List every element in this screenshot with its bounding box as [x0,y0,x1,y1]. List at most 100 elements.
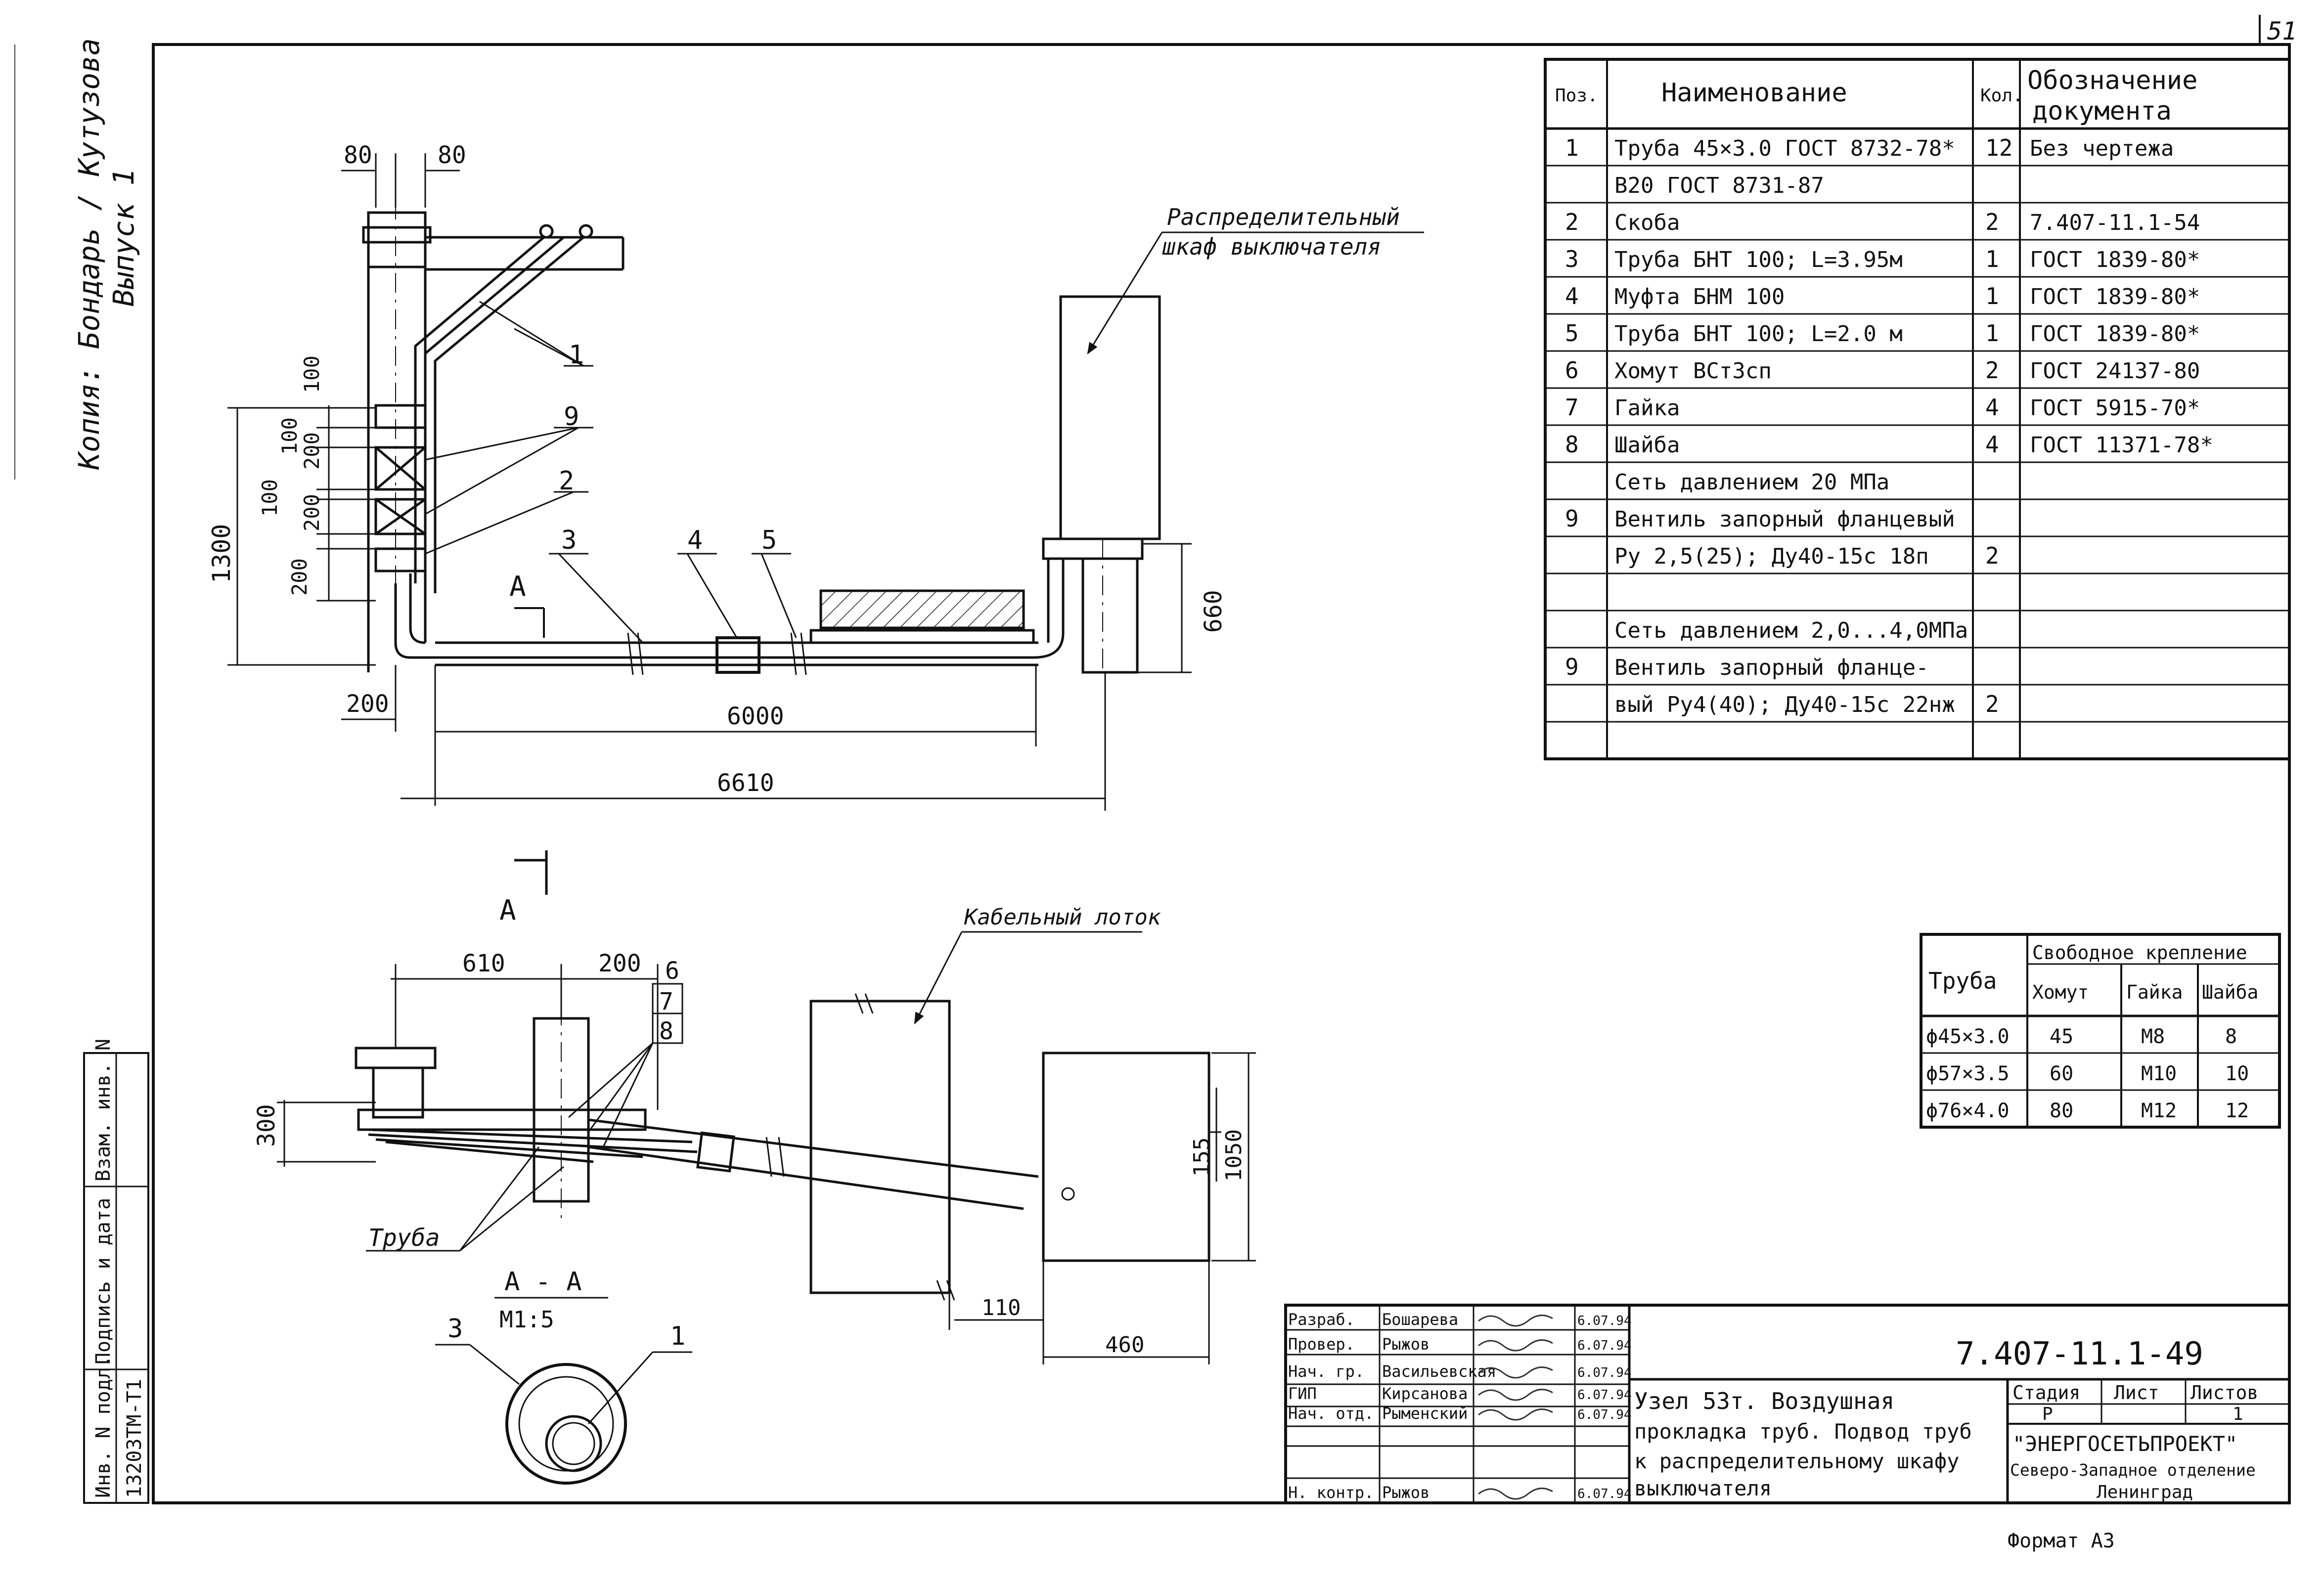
dim-1050: 1050 [1221,1129,1247,1182]
title-block [1284,1304,2291,1504]
dim-top-left: 80 [344,141,372,169]
spec-header-1: Наименование [1661,78,1847,108]
cabinet-label-line2: шкаф выключателя [1162,233,1381,260]
spec-pos: 8 [1565,431,1579,458]
series-note: Выпуск 1 [107,169,140,307]
fix-nut: М10 [2141,1062,2177,1085]
spec-doc: 7.407-11.1-54 [2030,210,2200,235]
fix-pipe: ϕ76×4.0 [1926,1099,2010,1122]
callout-6: 6 [665,957,679,985]
stamp-archive: 13203ТМ-Т1 [123,1379,146,1498]
role-name: Кирсанова [1382,1384,1468,1403]
org-line-2: Северо-Западное отделение [2010,1460,2256,1480]
dim-200-plan: 200 [598,950,641,977]
fix-subheader-2: Шайба [2202,981,2258,1003]
spec-name: Муфта БНМ 100 [1614,284,1785,309]
signature-mark [1478,1389,1553,1401]
dim-height-total: 1300 [207,524,236,583]
dim-200-b: 200 [300,494,324,531]
role-title: Нач. гр. [1288,1362,1364,1381]
spec-name: Труба 45×3.0 ГОСТ 8732-78* [1614,136,1955,161]
callout-1: 1 [569,340,584,370]
fix-header-pipe: Труба [1928,967,1997,994]
spec-pos: 9 [1565,505,1579,532]
spec-name: Вентиль запорный фланце- [1614,655,1929,680]
spec-name: вый Ру4(40); Ду40-15с 22нж [1614,692,1955,717]
spec-name: В20 ГОСТ 8731-87 [1614,173,1824,198]
org-line-3: Ленинград [2097,1482,2193,1502]
spec-name: Шайба [1614,433,1680,458]
role-date: 6.07.94 [1577,1314,1632,1328]
sheets-label: Листов [2190,1382,2258,1404]
title-line-1: Узел 53т. Воздушная [1634,1388,1894,1414]
signature-mark [1478,1315,1553,1327]
role-date: 6.07.94 [1577,1407,1632,1422]
section-title: А - А [504,1267,582,1297]
margin-stamp: Инв. N подл. Подпись и дата Взам. инв. N… [83,1039,149,1504]
page-number: 51 [2267,17,2297,45]
main-view-dimensions [227,153,1192,811]
org-line-1: "ЭНЕРГОСЕТЬПРОЕКТ" [2012,1432,2237,1456]
title-line-3: к распределительному шкафу [1634,1449,1959,1473]
signature-mark [1478,1366,1553,1379]
section-view: А - А М1:5 3 1 [435,1267,692,1485]
dim-length: 6000 [727,703,784,730]
main-view-callouts: Распределительный шкаф выключателя 1 9 2… [425,204,1424,644]
tray-label: Кабельный лоток [964,905,1161,930]
dim-height-right: 660 [1200,590,1227,633]
main-view-dim-labels: 80 80 100 200 100 200 100 200 1300 200 6… [207,141,1227,797]
callout-4: 4 [687,526,703,555]
spec-name: Гайка [1614,395,1680,421]
spec-pos: 4 [1565,283,1579,309]
callout-3: 3 [561,526,577,555]
role-title: Провер. [1288,1335,1355,1354]
spec-pos: 6 [1565,357,1579,384]
stage-label: Стадия [2012,1382,2080,1404]
role-name: Рыжов [1382,1335,1430,1354]
section-scale: М1:5 [499,1306,554,1333]
fix-table-border [1920,933,2281,1129]
section-mark-plan: А [499,894,516,926]
spec-pos: 7 [1565,394,1579,421]
plan-view [355,850,1210,1301]
plan-view-dim-labels: 610 200 300 155 1050 110 460 А [253,894,1247,1358]
cabinet-label-line1: Распределительный [1167,204,1400,230]
role-name: Бошарева [1382,1310,1458,1329]
spec-header-2: Кол. [1980,86,2023,106]
title-line-2: прокладка труб. Подвод труб [1634,1419,1972,1444]
format-label: Формат А3 [2008,1530,2115,1552]
role-date: 6.07.94 [1577,1487,1632,1501]
fix-nut: М8 [2141,1025,2165,1048]
callout-7: 7 [659,988,673,1015]
spec-name: Хомут ВСт3сп [1614,358,1772,384]
dim-200-c: 200 [287,558,312,596]
spec-qty: 12 [1985,134,2012,161]
role-name: Васильевская [1382,1362,1496,1381]
callout-2: 2 [559,466,574,496]
dim-100-a: 100 [300,355,324,393]
pipe-label: Труба [368,1224,440,1252]
signature-mark [1478,1488,1553,1500]
spec-name: Скоба [1614,210,1680,235]
section-callout-1: 1 [670,1321,685,1351]
dim-100-c: 100 [258,479,282,517]
stamp-col3: Взам. инв. N [92,1039,115,1182]
signature-mark [1478,1408,1553,1421]
fix-clamp: 60 [2050,1062,2073,1085]
fix-washer: 8 [2225,1025,2237,1048]
